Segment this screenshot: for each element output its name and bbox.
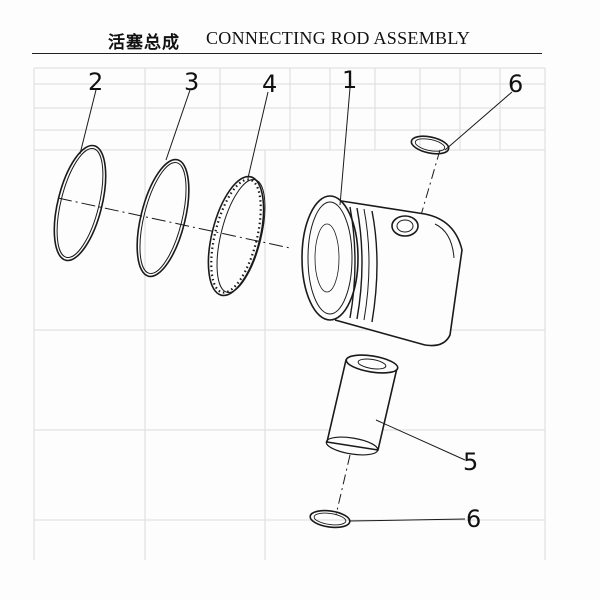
piston-pin-5 <box>325 354 399 456</box>
callout-2: 2 <box>88 68 103 96</box>
title-english: CONNECTING ROD ASSEMBLY <box>206 28 471 48</box>
callout-6-lower: 6 <box>466 505 481 533</box>
callout-4: 4 <box>262 70 277 98</box>
leader-line-3 <box>165 89 191 161</box>
callout-6-upper: 6 <box>508 70 523 98</box>
piston-ring-2 <box>53 144 107 262</box>
piston-1 <box>301 195 463 347</box>
snap-ring-6-lower <box>309 509 351 529</box>
leader-line-6-lower <box>349 518 466 522</box>
leader-line-5 <box>375 419 466 461</box>
leader-line-2 <box>79 89 97 155</box>
leader-line-1 <box>339 87 351 206</box>
callout-5: 5 <box>463 448 478 476</box>
title-chinese: 活塞总成 <box>108 33 180 53</box>
title-underline <box>32 53 542 54</box>
leader-line-6-upper <box>444 91 513 151</box>
leader-line-4 <box>247 91 269 179</box>
oil-control-ring-4 <box>207 175 266 297</box>
ring-axis-line <box>57 197 291 249</box>
piston-ring-3 <box>136 158 190 278</box>
title-bar: 活塞总成 CONNECTING ROD ASSEMBLY <box>0 22 600 56</box>
callout-3: 3 <box>184 68 199 96</box>
callout-1: 1 <box>342 66 357 94</box>
snap-ring-6-upper <box>410 135 450 155</box>
pin-lower-axis-line <box>335 454 351 516</box>
